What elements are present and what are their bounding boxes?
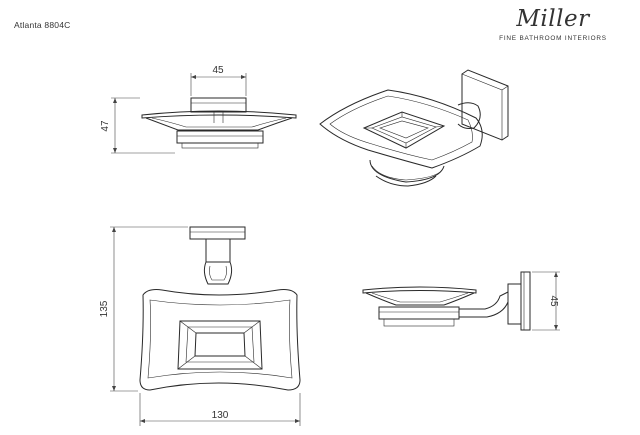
isometric-view <box>319 69 509 187</box>
front-view: 135 130 <box>99 226 301 426</box>
top-view: 45 47 <box>100 65 297 154</box>
dim-top-height: 47 <box>100 120 111 132</box>
product-code: Atlanta 8804C <box>14 20 71 30</box>
dim-front-height: 135 <box>99 300 110 317</box>
dim-front-width: 130 <box>212 410 229 421</box>
dim-side-height: 45 <box>548 295 559 307</box>
brand-block: Miller FINE BATHROOM INTERIORS <box>488 6 618 42</box>
dim-top-width: 45 <box>212 65 224 76</box>
brand-tagline: FINE BATHROOM INTERIORS <box>499 35 607 42</box>
side-view: 45 <box>362 271 560 331</box>
brand-logo: Miller <box>516 6 590 32</box>
